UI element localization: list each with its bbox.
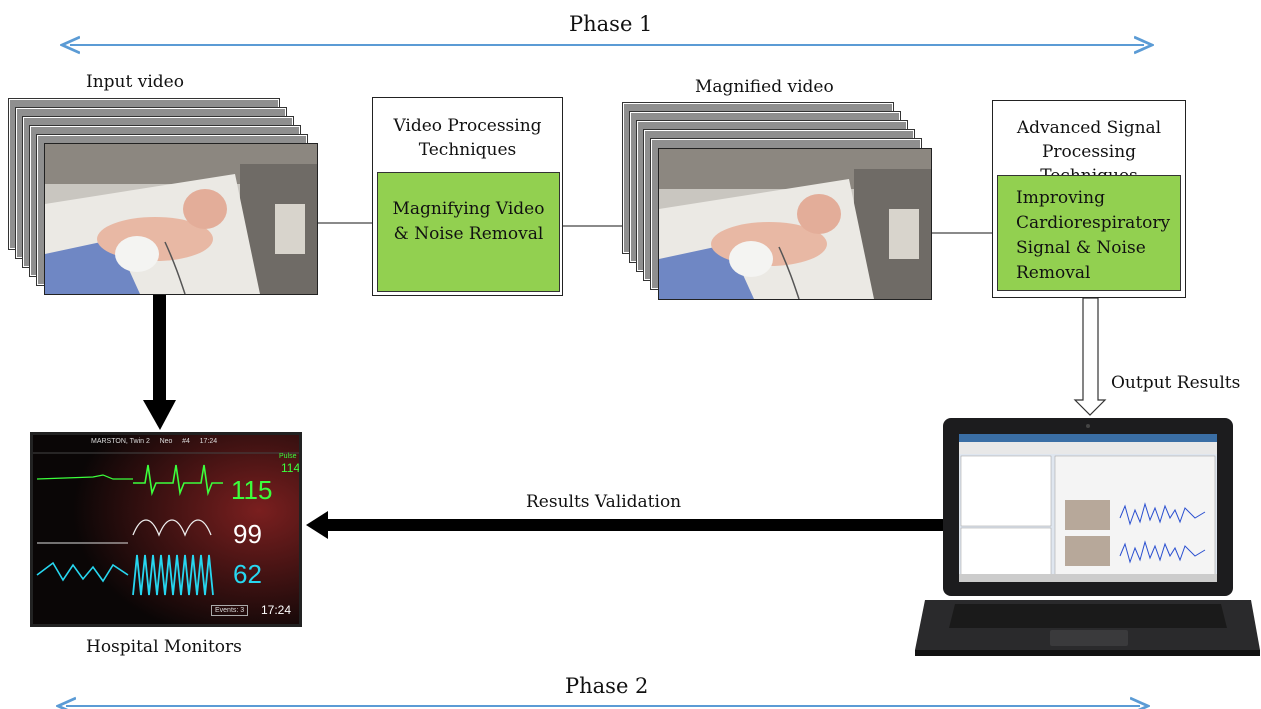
- signal-processing-title-line1: Advanced Signal: [1016, 118, 1162, 138]
- magnifying-video-line2: & Noise Removal: [393, 224, 544, 244]
- monitor-events: Events: 3: [211, 605, 249, 616]
- improving-signal-line2: Cardiorespiratory: [1016, 213, 1171, 233]
- hospital-monitor: MARSTON, Twin 2 Neo #4 17:24 Pulse 114 1…: [30, 432, 302, 627]
- output-results-label: Output Results: [1111, 373, 1241, 393]
- improving-signal-line1: Improving: [1016, 188, 1105, 208]
- magnified-video-label: Magnified video: [695, 77, 834, 97]
- magnifying-video-box: Magnifying Video & Noise Removal: [377, 172, 560, 292]
- monitor-pulse-value: 114: [281, 461, 301, 475]
- phase-1-label: Phase 1: [569, 12, 653, 36]
- improving-signal-line3: Signal & Noise: [1016, 238, 1146, 258]
- input-to-monitor-arrow-head: [143, 400, 176, 430]
- video-processing-box: Video Processing Techniques Magnifying V…: [372, 97, 563, 296]
- video-processing-title-line1: Video Processing: [393, 116, 542, 136]
- hospital-monitors-label: Hospital Monitors: [86, 637, 242, 657]
- results-validation-arrow-head: [306, 511, 328, 539]
- video-processing-title-line2: Techniques: [418, 140, 517, 160]
- improving-signal-box: Improving Cardiorespiratory Signal & Noi…: [997, 175, 1181, 291]
- monitor-hr-value: 115: [231, 475, 273, 505]
- phase-2-label: Phase 2: [565, 674, 649, 698]
- monitor-pulse-label: Pulse: [279, 453, 297, 460]
- monitor-clock: 17:24: [261, 603, 292, 617]
- magnifying-video-line1: Magnifying Video: [392, 199, 545, 219]
- laptop: [915, 418, 1260, 658]
- infant-photo: [44, 143, 318, 295]
- results-validation-arrow-shaft: [325, 519, 947, 531]
- improving-signal-line4: Removal: [1016, 263, 1091, 283]
- monitor-resp-value: 62: [233, 559, 262, 589]
- monitor-header: MARSTON, Twin 2 Neo #4 17:24: [91, 438, 218, 445]
- results-validation-label: Results Validation: [526, 492, 682, 512]
- output-results-arrow: [1073, 297, 1107, 416]
- signal-processing-box: Advanced Signal Processing Techniques Im…: [992, 100, 1186, 298]
- input-video-label: Input video: [86, 72, 184, 92]
- magnified-infant-photo: [658, 148, 932, 300]
- input-to-monitor-arrow-shaft: [153, 295, 166, 403]
- monitor-spo2-value: 99: [233, 519, 262, 549]
